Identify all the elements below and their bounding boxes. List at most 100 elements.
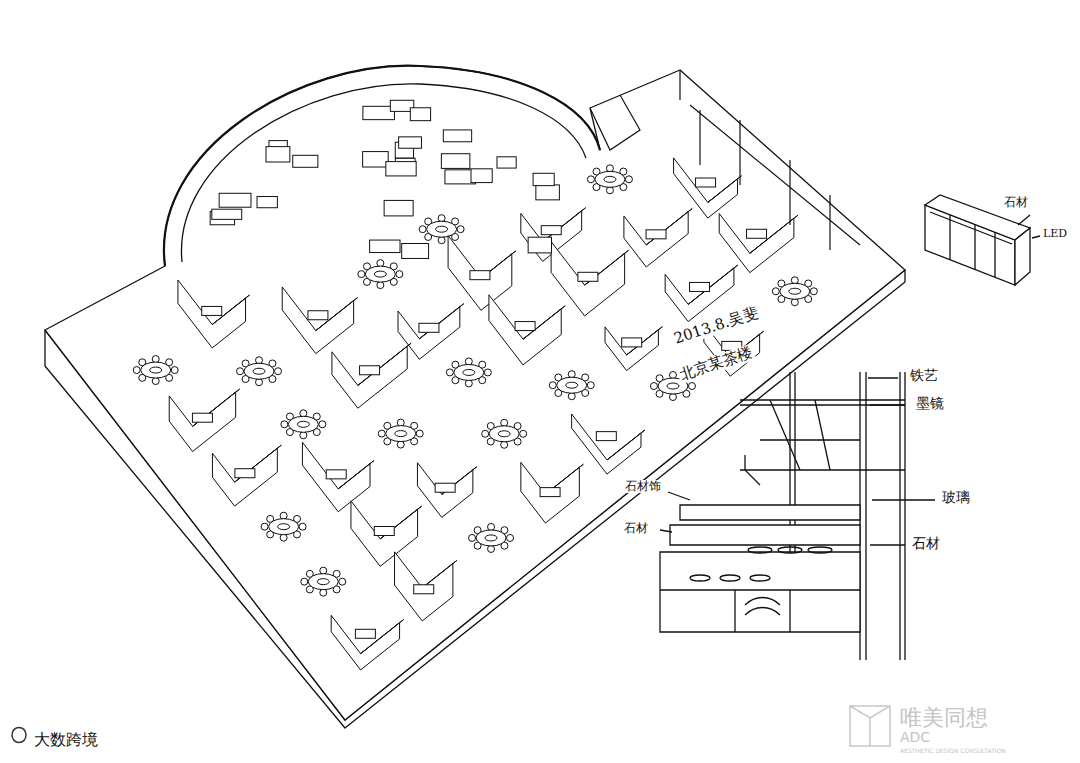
chair <box>320 589 327 596</box>
room-partition <box>417 463 476 518</box>
booth <box>257 197 277 208</box>
logo-icon <box>12 728 26 743</box>
dining-table <box>747 229 767 238</box>
dining-table <box>696 178 716 187</box>
room-partition <box>624 209 692 267</box>
booth <box>402 243 429 258</box>
booth <box>266 147 290 162</box>
table-top <box>269 519 299 535</box>
booth <box>528 237 551 253</box>
bowl <box>750 575 770 581</box>
room-partition <box>351 501 422 566</box>
chair <box>261 523 268 530</box>
chair <box>625 176 632 183</box>
partition-wall <box>605 327 658 371</box>
rotunda-wall <box>164 66 600 266</box>
chair <box>507 534 514 541</box>
table-top <box>244 363 274 379</box>
partition-wall <box>282 287 353 354</box>
chair <box>416 430 423 437</box>
chair <box>280 534 287 541</box>
booth <box>410 108 430 121</box>
table-top <box>557 377 587 393</box>
round-table <box>133 356 178 385</box>
material-note: 石材 <box>1002 196 1030 209</box>
booth <box>441 154 470 169</box>
table-top <box>780 283 810 299</box>
corridor-walls <box>680 70 860 250</box>
floor-plan <box>45 66 905 728</box>
lazy-susan <box>278 524 290 530</box>
round-table <box>419 215 464 244</box>
room-partition <box>212 445 281 506</box>
partition-top <box>688 265 738 304</box>
round-table <box>446 358 491 387</box>
round-table <box>358 260 403 289</box>
room-partition <box>398 304 464 360</box>
chair <box>488 523 495 530</box>
watermark: 大数跨境 <box>32 731 100 749</box>
lazy-susan <box>436 226 448 232</box>
round-table <box>237 357 282 386</box>
watermark: AESTHETIC DESIGN CONSULTATION <box>898 748 1008 755</box>
dining-table <box>646 230 666 239</box>
round-table <box>772 277 817 306</box>
lazy-susan <box>463 369 475 375</box>
section-bracing <box>745 400 830 485</box>
dining-table <box>235 469 255 478</box>
cabinet-detail <box>925 195 1040 285</box>
table-top <box>454 364 484 380</box>
chair <box>465 380 472 387</box>
chair <box>810 288 817 295</box>
dining-table <box>326 470 346 479</box>
section-cabinet <box>660 590 860 632</box>
partition-wall <box>302 442 370 511</box>
dining-table <box>355 629 375 638</box>
partition-wall <box>351 501 418 566</box>
partition-wall <box>169 392 235 451</box>
bowl <box>808 547 832 553</box>
room-partition <box>331 615 403 670</box>
material-note: 墨镜 <box>914 396 946 411</box>
slab-top <box>45 66 905 720</box>
booth <box>212 209 242 219</box>
dining-table <box>515 322 535 331</box>
partition-wall <box>674 158 738 218</box>
chair <box>152 378 159 385</box>
dining-table <box>202 306 222 315</box>
booth <box>536 185 560 200</box>
chair <box>256 357 263 364</box>
booth <box>399 137 422 148</box>
lazy-susan <box>485 535 497 541</box>
booth <box>471 169 492 183</box>
partition-wall <box>178 280 246 348</box>
chair <box>319 421 326 428</box>
chair <box>377 282 384 289</box>
stair <box>590 95 640 150</box>
partition-top <box>358 343 411 385</box>
lazy-susan <box>395 431 407 437</box>
dining-table <box>374 526 394 535</box>
room-partition <box>605 327 662 371</box>
lazy-susan <box>498 431 510 437</box>
chair <box>300 432 307 439</box>
lazy-susan <box>789 288 801 294</box>
chair <box>396 271 403 278</box>
dining-table <box>578 272 598 281</box>
chair <box>501 441 508 448</box>
partition-wall <box>551 242 624 316</box>
partition-wall <box>417 463 472 518</box>
chair <box>469 534 476 541</box>
booth <box>386 162 416 176</box>
dining-table <box>419 323 439 332</box>
booth <box>533 173 554 185</box>
partition-top <box>235 445 282 482</box>
chair <box>133 367 140 374</box>
dining-table <box>690 282 710 291</box>
table-top <box>595 171 625 187</box>
chair <box>339 578 346 585</box>
room-partition <box>448 236 516 311</box>
lazy-susan <box>667 383 679 389</box>
chair <box>587 382 594 389</box>
room-partition <box>521 462 583 523</box>
